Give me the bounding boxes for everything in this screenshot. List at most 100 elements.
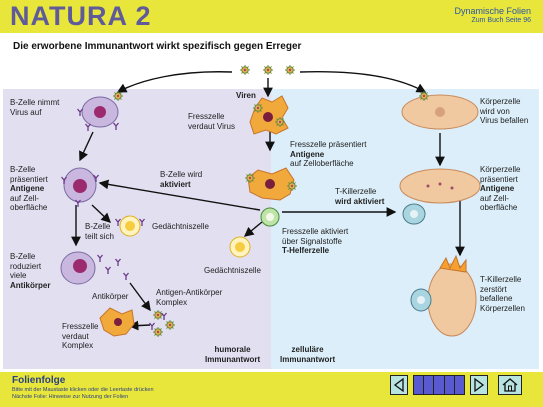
memory-cell xyxy=(229,236,251,258)
bcell-activated-label: B-Zelle wird aktiviert xyxy=(160,170,202,189)
label-line: auf Zell- xyxy=(480,193,509,203)
bodycell-infected-label: Körperzelle wird von Virus befallen xyxy=(480,97,528,126)
label-line: Fresszelle xyxy=(188,112,225,121)
label-line: B-Zelle wird xyxy=(160,170,203,179)
label-line: befallene xyxy=(480,294,513,303)
label-line: Fresszelle aktiviert xyxy=(282,227,349,236)
cellular-label: zelluläre Immunantwort xyxy=(280,345,335,364)
label-line: Antigen-Antikörper xyxy=(156,288,223,297)
header-bar: NATURA 2 Dynamische Folien Zum Buch Seit… xyxy=(0,0,543,33)
phagocyte-digests-label: Fresszelle verdaut Virus xyxy=(188,112,235,131)
phagocyte-digests xyxy=(249,95,289,135)
antigen-antibody-complex xyxy=(148,309,176,338)
label-line: auf Zelloberfläche xyxy=(290,159,354,168)
virus-group xyxy=(239,64,296,76)
label-line: auf Zell- xyxy=(10,193,39,203)
header-title: Dynamische Folien xyxy=(454,6,531,16)
label-line: humorale xyxy=(214,345,251,354)
slide-title: Die erworbene Immunantwort wirkt spezifi… xyxy=(13,41,302,52)
slide-progress[interactable] xyxy=(413,375,465,395)
progress-slot[interactable] xyxy=(455,376,464,394)
tkiller-activated-label: T-Killerzelle wird aktiviert xyxy=(335,187,384,206)
label-line: Antigene xyxy=(480,184,515,193)
label-line: Komplex xyxy=(156,297,188,307)
footer-instruction: Bitte mit der Maustaste klicken oder die… xyxy=(12,387,154,393)
label-line: teilt sich xyxy=(85,231,114,241)
bodycell-presents xyxy=(399,168,481,204)
complex-label: Antigen-Antikörper Komplex xyxy=(156,288,222,307)
antibody-label: Antikörper xyxy=(92,292,129,301)
label-line: Antigene xyxy=(10,184,45,193)
label-line: B-Zelle nimmt xyxy=(10,98,60,107)
label-line: roduziert xyxy=(10,261,42,271)
progress-slot[interactable] xyxy=(434,376,445,394)
label-line: Virus auf xyxy=(10,107,42,117)
footer-next-slide[interactable]: Nächste Folie: Hinweise zur Nutzung der … xyxy=(12,394,129,400)
memory-cell-label-2: Gedächtniszelle xyxy=(204,266,261,275)
cellular-panel xyxy=(271,89,539,369)
tkiller-destroys xyxy=(410,254,477,337)
label-line: präsentiert xyxy=(480,174,518,184)
tkiller-destroys-label: T-Killerzelle zerstört befallene Körperz… xyxy=(480,275,525,313)
phagocyte-presents xyxy=(244,167,298,201)
phagocyte-presents-label: Fresszelle präsentiert Antigene auf Zell… xyxy=(290,140,366,169)
viren-label: Viren xyxy=(236,91,256,100)
label-line: aktiviert xyxy=(160,179,191,189)
label-line: wird von xyxy=(480,106,510,116)
label-line: Körperzelle xyxy=(480,97,521,106)
triangle-right-icon xyxy=(474,377,485,393)
label-line: Körperzellen xyxy=(480,303,525,313)
label-line: Komplex xyxy=(62,341,94,350)
bcell-produces-label: B-Zelle roduziert viele Antikörper xyxy=(10,252,50,290)
label-line: oberfläche xyxy=(480,203,518,212)
humoral-label: humorale Immunantwort xyxy=(205,345,260,364)
label-line: verdaut Virus xyxy=(188,121,235,131)
footer-title: Folienfolge xyxy=(12,375,66,386)
footer-bar: Folienfolge Bitte mit der Maustaste klic… xyxy=(0,372,543,407)
bcell-divides-label: B-Zelle teilt sich xyxy=(85,222,114,241)
label-line: T-Killerzelle xyxy=(335,187,377,196)
bcell-takes-label: B-Zelle nimmt Virus auf xyxy=(10,98,59,117)
bodycell-infected xyxy=(401,90,479,130)
natura-logo: NATURA 2 xyxy=(10,1,152,31)
memory-cell-label-1: Gedächtniszelle xyxy=(152,222,209,231)
bcell-producing xyxy=(60,251,130,285)
phagocyte-complex-label: Fresszelle verdaut Komplex xyxy=(62,322,98,351)
t-helper-cell xyxy=(260,207,280,227)
label-line: B-Zelle xyxy=(85,222,111,231)
header-info: Dynamische Folien Zum Buch Seite 96 xyxy=(454,6,531,26)
phagocyte-complex xyxy=(99,307,135,337)
t-killer-activated xyxy=(402,203,426,225)
bcell-presents xyxy=(60,167,100,208)
home-button[interactable] xyxy=(498,375,522,395)
label-line: Immunantwort xyxy=(205,354,261,364)
header-subtitle: Zum Buch Seite 96 xyxy=(471,17,531,24)
label-line: verdaut xyxy=(62,331,89,341)
phagocyte-activates-label: Fresszelle aktiviert über Signalstoffe T… xyxy=(282,227,348,256)
previous-button[interactable] xyxy=(390,375,408,395)
label-line: viele xyxy=(10,271,27,280)
bcell-takes-virus xyxy=(76,90,124,132)
progress-slot[interactable] xyxy=(414,376,425,394)
bodycell-presents-label: Körperzelle präsentiert Antigene auf Zel… xyxy=(480,165,520,213)
triangle-left-icon xyxy=(393,377,404,393)
label-line: Fresszelle präsentiert xyxy=(290,140,367,149)
label-line: zerstört xyxy=(480,284,507,294)
label-line: B-Zelle xyxy=(10,252,36,261)
label-line: Körperzelle xyxy=(480,165,521,174)
progress-slot[interactable] xyxy=(445,376,455,394)
label-line: wird aktiviert xyxy=(335,196,385,206)
label-line: oberfläche xyxy=(10,203,48,212)
progress-slot[interactable] xyxy=(424,376,435,394)
label-line: T-Killerzelle xyxy=(480,275,522,284)
bcell-divides xyxy=(114,215,146,237)
label-line: Antigene xyxy=(290,149,325,159)
next-button[interactable] xyxy=(470,375,488,395)
bcell-presents-label: B-Zelle präsentiert Antigene auf Zell- o… xyxy=(10,165,48,213)
flow-arrows xyxy=(71,71,465,331)
label-line: Fresszelle xyxy=(62,322,99,331)
label-line: T-Helferzelle xyxy=(282,246,330,255)
label-line: Virus befallen xyxy=(480,116,529,125)
